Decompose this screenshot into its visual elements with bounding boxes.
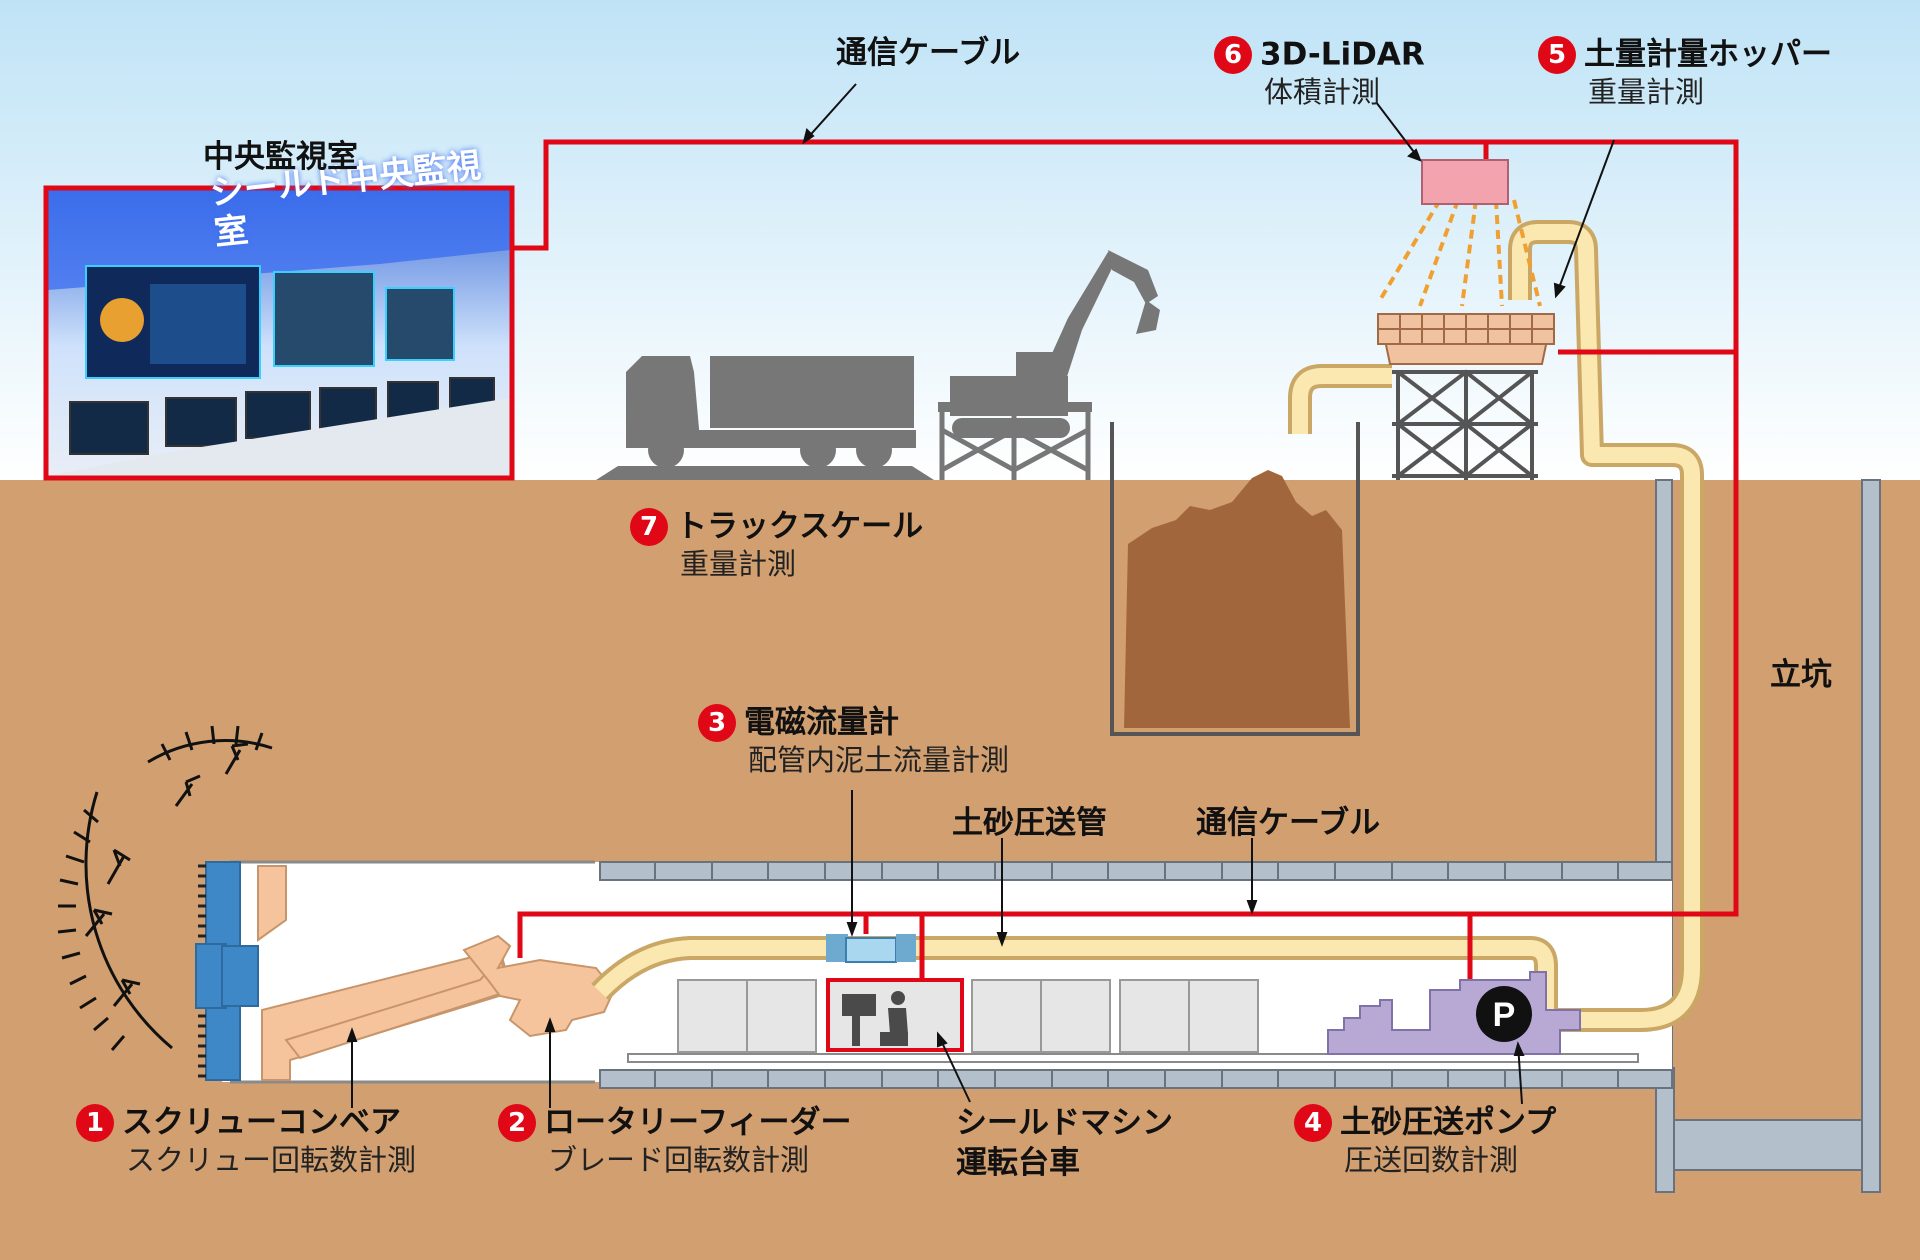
item-5-sub: 重量計測 xyxy=(1588,74,1705,109)
item-4-title: 土砂圧送ポンプ xyxy=(1340,1104,1557,1141)
cable-label-top: 通信ケーブル xyxy=(836,35,1021,71)
item-6-sub: 体積計測 xyxy=(1264,74,1381,109)
item-7-number: 7 xyxy=(630,507,668,546)
railcars xyxy=(677,979,1259,1053)
operator-car-label-1: シールドマシン xyxy=(956,1105,1173,1141)
item-2-number: 2 xyxy=(498,1103,536,1142)
pump-symbol: P xyxy=(1493,996,1516,1034)
hopper-tower xyxy=(1377,313,1555,480)
item-1-sub: スクリュー回転数計測 xyxy=(126,1142,417,1177)
communication-cable xyxy=(512,139,1739,996)
dump-truck xyxy=(626,356,916,468)
item-7-sub: 重量計測 xyxy=(680,546,797,581)
shaft-label: 立坑 xyxy=(1770,657,1832,693)
cable-label-tunnel: 通信ケーブル xyxy=(1196,805,1381,841)
item-6-number: 6 xyxy=(1214,35,1252,74)
soil-pit xyxy=(1110,422,1360,736)
flow-meter xyxy=(826,934,916,963)
item-4-number: 4 xyxy=(1294,1103,1332,1142)
item-7-title: トラックスケール xyxy=(676,508,924,545)
item-3-title: 電磁流量計 xyxy=(744,704,899,741)
rotary-feeder xyxy=(462,934,616,1038)
cutter-rotation-marks xyxy=(57,725,273,1051)
item-5-number: 5 xyxy=(1538,35,1576,74)
item-5-title: 土量計量ホッパー xyxy=(1584,36,1832,73)
item-2-sub: ブレード回転数計測 xyxy=(548,1142,810,1177)
pipe-label: 土砂圧送管 xyxy=(952,805,1107,841)
control-room-photo xyxy=(43,185,515,481)
soil-pump: P xyxy=(1327,971,1581,1055)
item-3-number: 3 xyxy=(698,703,736,742)
leader-lines xyxy=(346,83,1615,1108)
item-2-title: ロータリーフィーダー xyxy=(544,1104,852,1141)
excavator xyxy=(950,250,1160,438)
item-4-sub: 圧送回数計測 xyxy=(1344,1142,1519,1177)
item-1-title: スクリューコンベア xyxy=(122,1104,401,1141)
item-6-title: 3D-LiDAR xyxy=(1260,36,1425,73)
item-1-number: 1 xyxy=(76,1103,114,1142)
control-room-title: 中央監視室 xyxy=(203,139,358,175)
operator-car-label-2: 運転台車 xyxy=(956,1145,1080,1181)
shield-machine-head xyxy=(195,861,259,1081)
lidar-sensor xyxy=(1378,159,1542,307)
item-3-sub: 配管内泥土流量計測 xyxy=(748,742,1010,777)
